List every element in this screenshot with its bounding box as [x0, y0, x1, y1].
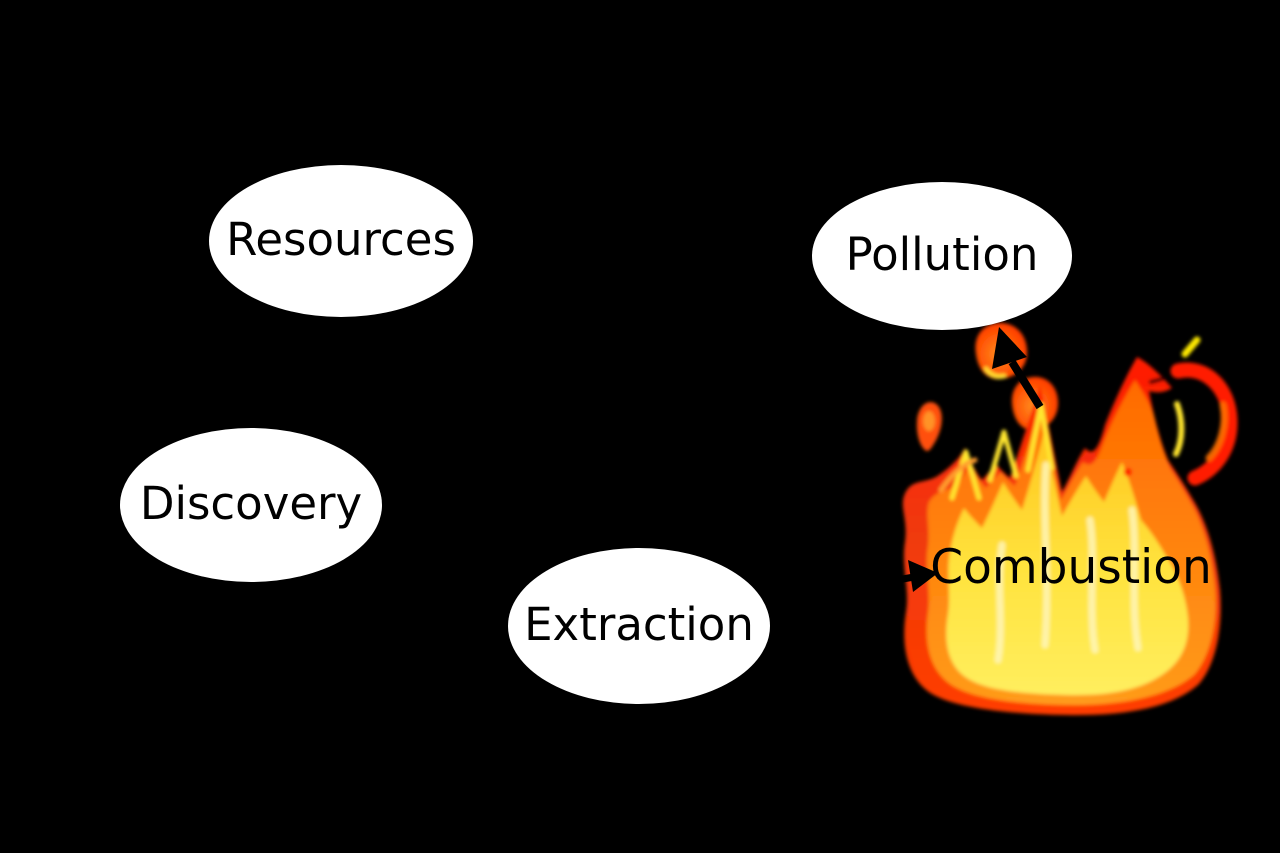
flame-red-dot: [1124, 468, 1132, 476]
flame-highlight-streaks: [994, 461, 1142, 664]
flame-body-yellow-core: [946, 432, 1189, 696]
node-pollution: Pollution: [812, 182, 1072, 330]
arrow-shaft: [1008, 359, 1044, 410]
node-extraction-ellipse: [508, 548, 770, 704]
flame-orange-streak: [938, 457, 978, 493]
node-resources-ellipse: [209, 165, 473, 317]
edges: [801, 327, 1044, 601]
arrow-combustion-to-pollution: [992, 327, 1044, 410]
flame-beak-slit: [1149, 377, 1164, 384]
fire-flame-image: [902, 322, 1238, 716]
flame-curl: [1170, 362, 1238, 486]
node-resources: Resources: [209, 165, 473, 317]
node-extraction: Extraction: [508, 548, 770, 704]
node-resources-label: Resources: [226, 213, 456, 266]
node-pollution-ellipse: [812, 182, 1072, 330]
arrow-shaft: [801, 573, 915, 601]
arrowhead-icon: [992, 327, 1027, 369]
node-pollution-label: Pollution: [846, 228, 1039, 281]
node-extraction-label: Extraction: [524, 598, 754, 651]
flame-blob-left-core: [923, 411, 935, 431]
flame-yellow-dash: [1181, 336, 1201, 358]
node-combustion-label: Combustion: [930, 540, 1212, 595]
arrowhead-icon: [908, 560, 938, 592]
flame-blob-upper-accent: [983, 366, 1007, 380]
node-discovery: Discovery: [120, 428, 382, 582]
flame-curl-orange: [1205, 401, 1228, 462]
arrow-extraction-to-combustion: [801, 560, 938, 601]
node-discovery-ellipse: [120, 428, 382, 582]
node-discovery-label: Discovery: [140, 477, 362, 530]
flame-curl-yellow-arc: [1173, 401, 1185, 457]
